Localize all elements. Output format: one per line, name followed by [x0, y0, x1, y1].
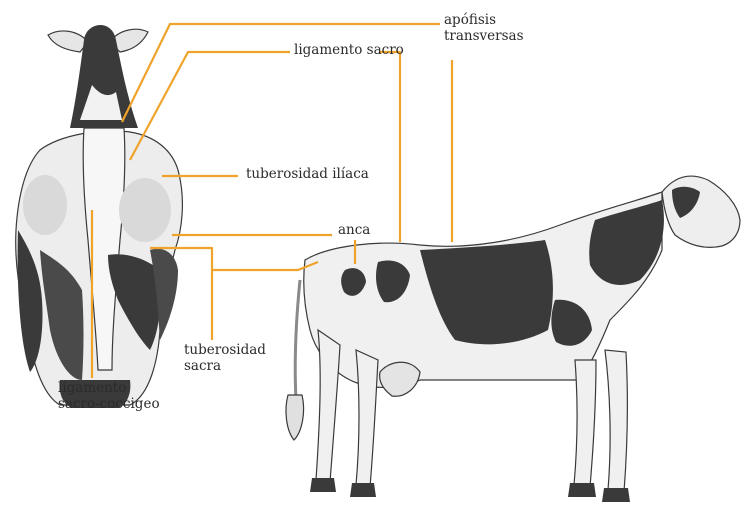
leader-tuberosidad-sacra-side — [212, 262, 318, 270]
label-ligamento-coccigeo-line1: ligamento — [58, 380, 160, 396]
cow-rear-view — [16, 25, 183, 408]
label-tuberosidad-sacra: tuberosidad sacra — [184, 342, 266, 374]
label-tuberosidad-iliaca: tuberosidad ilíaca — [246, 166, 369, 182]
label-ligamento-sacro: ligamento sacro — [294, 42, 404, 58]
label-apofisis-line2: transversas — [444, 28, 524, 44]
label-apofisis: apófisis transversas — [444, 12, 524, 44]
label-apofisis-line1: apófisis — [444, 12, 524, 28]
label-ligamento-coccigeo: ligamento sacro-coccigeo — [58, 380, 160, 412]
leader-ligamento-sacro-side — [380, 52, 400, 242]
label-tuberosidad-sacra-line2: sacra — [184, 358, 266, 374]
label-anca: anca — [338, 222, 370, 238]
label-ligamento-coccigeo-line2: sacro-coccigeo — [58, 396, 160, 412]
leader-apofisis-rear — [122, 24, 440, 122]
label-tuberosidad-sacra-line1: tuberosidad — [184, 342, 266, 358]
